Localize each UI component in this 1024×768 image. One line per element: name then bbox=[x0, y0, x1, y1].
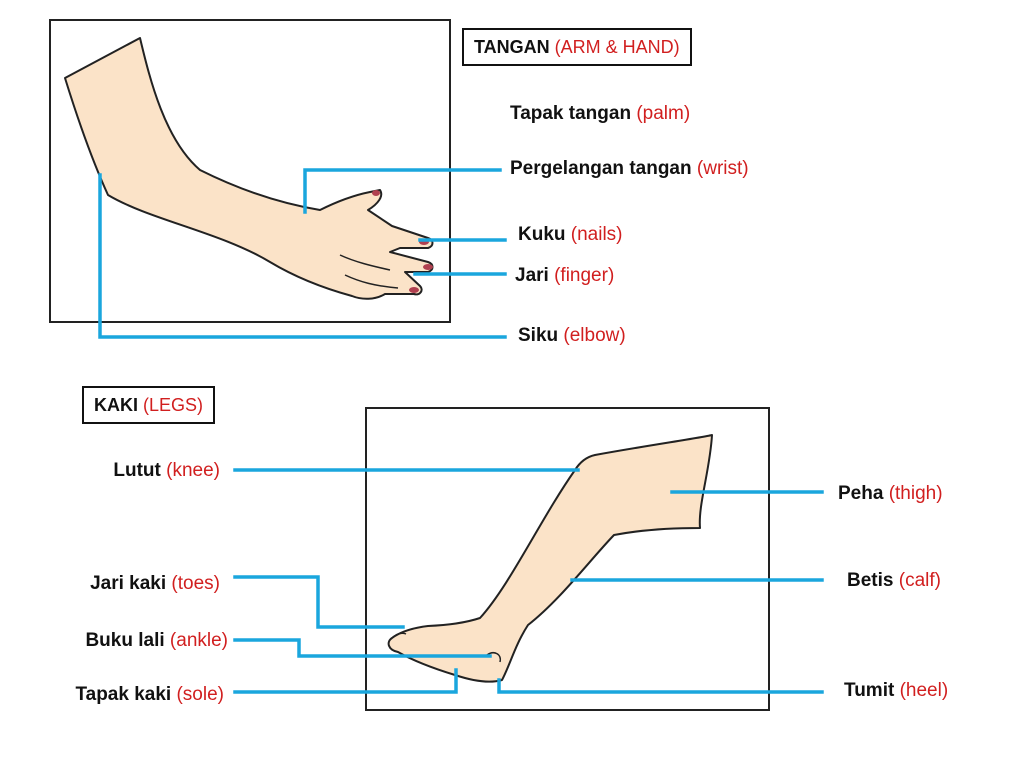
arm-title-main: TANGAN bbox=[474, 37, 550, 57]
leg-illustration bbox=[387, 434, 713, 683]
arm-section-title: TANGAN (ARM & HAND) bbox=[462, 28, 692, 66]
wrist-leader bbox=[303, 168, 502, 214]
label-sole: Tapak kaki (sole) bbox=[75, 684, 224, 705]
sole-leader bbox=[233, 668, 458, 694]
label-heel: Tumit (heel) bbox=[844, 680, 949, 701]
elbow-leader bbox=[98, 173, 507, 339]
label-toes: Jari kaki (toes) bbox=[90, 573, 220, 594]
label-palm: Tapak tangan (palm) bbox=[510, 103, 691, 124]
label-calf: Betis (calf) bbox=[847, 570, 941, 591]
legs-section-title: KAKI (LEGS) bbox=[82, 386, 216, 424]
label-wrist: Pergelangan tangan (wrist) bbox=[510, 158, 749, 179]
label-thigh: Peha (thigh) bbox=[838, 483, 943, 504]
label-finger: Jari (finger) bbox=[515, 265, 615, 286]
arm-title-english: (ARM & HAND) bbox=[554, 37, 680, 57]
label-elbow: Siku (elbow) bbox=[518, 325, 626, 346]
arm-illustration bbox=[64, 37, 434, 300]
legs-title-main: KAKI bbox=[94, 395, 138, 415]
label-knee: Lutut (knee) bbox=[113, 460, 220, 481]
toes-leader bbox=[233, 575, 405, 629]
ankle-leader bbox=[233, 638, 492, 658]
heel-leader bbox=[497, 678, 824, 694]
leader-lines bbox=[98, 168, 824, 694]
label-ankle: Buku lali (ankle) bbox=[85, 630, 228, 651]
legs-title-english: (LEGS) bbox=[143, 395, 204, 415]
label-nails: Kuku (nails) bbox=[518, 224, 623, 245]
